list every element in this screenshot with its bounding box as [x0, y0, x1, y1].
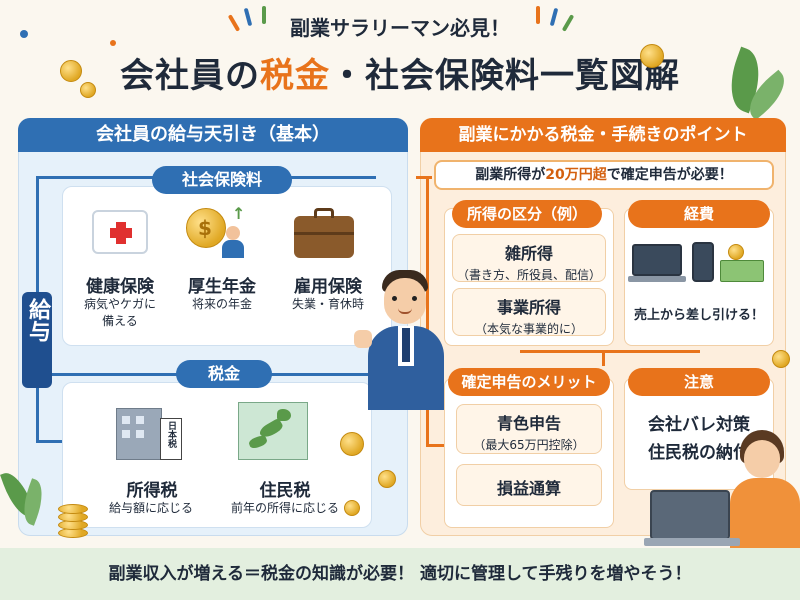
income-tax-name: 所得税 [126, 481, 178, 501]
first-aid-kit-icon [92, 210, 148, 254]
banknote-icon [720, 260, 764, 282]
misc-income-name: 雑所得 [504, 244, 553, 263]
expenses-label: 経費 [628, 200, 770, 228]
coin-icon [772, 350, 790, 368]
decor-ray [262, 6, 266, 24]
caution-line1: 会社バレ対策 [648, 415, 750, 435]
salary-label-text: 給与 [25, 298, 50, 342]
caution-label: 注意 [628, 368, 770, 396]
person-head [226, 226, 240, 240]
devices-and-money-icon [628, 238, 768, 290]
health-insurance-desc-line1: 病気やケガに [83, 297, 156, 311]
footer-message: 副業収入が増える＝税金の知識が必要！ 適切に管理して手残りを増やそう！ [0, 548, 800, 600]
coin-icon [728, 244, 744, 260]
resident-tax-name: 住民税 [259, 481, 311, 501]
salary-label: 給与 [22, 292, 52, 388]
misc-income-box: 雑所得 （書き方、所役員、配信） [452, 234, 606, 282]
pension-coin-family-icon: $ ↑ [186, 204, 252, 260]
woman-at-laptop-illustration [644, 430, 800, 548]
health-insurance-desc-line2: 備える [102, 314, 138, 328]
title-part2: ・社会保険料一覧図解 [330, 56, 680, 96]
filing-threshold-notice: 副業所得が20万円超で確定申告が必要！ [434, 160, 774, 190]
confetti-dot [20, 30, 28, 38]
necktie [402, 328, 410, 362]
phone-icon [692, 242, 714, 282]
flow-connector [426, 176, 429, 446]
pointing-hand [354, 330, 372, 348]
japan-tax-office-building-icon: 日本税 [116, 400, 182, 460]
caution-line2: 住民税の納付 [648, 443, 750, 463]
blue-return-box: 青色申告 （最大65万円控除） [456, 404, 602, 454]
employment-insurance-desc: 失業・育休時 [291, 297, 364, 311]
title-part1: 会社員の [120, 56, 260, 96]
briefcase-icon [294, 208, 354, 258]
confetti-dot [110, 40, 116, 46]
tax-sign: 日本税 [160, 418, 182, 460]
coin-icon [340, 432, 364, 456]
expenses-desc: 売上から差し引ける！ [633, 308, 764, 323]
coin-icon [344, 500, 360, 516]
page-title: 会社員の税金・社会保険料一覧図解 [0, 48, 800, 97]
pension-desc: 将来の年金 [191, 297, 252, 311]
business-income-box: 事業所得 （本気な事業的に） [452, 288, 606, 336]
flow-connector [426, 444, 448, 447]
pension-name: 厚生年金 [188, 277, 256, 297]
resident-tax-desc: 前年の所得に応じる [230, 501, 339, 515]
flow-connector [602, 350, 605, 366]
flow-connector [416, 176, 432, 179]
coin-icon [186, 208, 226, 248]
coin-icon [80, 82, 96, 98]
loss-offset-name: 損益通算 [496, 479, 561, 498]
loss-offset-box: 損益通算 [456, 464, 602, 506]
tax-sign-text: 日本税 [166, 421, 176, 448]
income-types-label: 所得の区分（例） [452, 200, 602, 228]
filing-merits-label: 確定申告のメリット [448, 368, 610, 396]
laptop-icon [650, 490, 730, 540]
left-panel-heading: 会社員の給与天引き（基本） [18, 118, 408, 152]
laptop-icon [632, 244, 682, 276]
right-panel-heading: 副業にかかる税金・手続きのポイント [420, 118, 786, 152]
businessman-face [384, 278, 426, 324]
income-tax-desc: 給与額に応じる [108, 501, 193, 515]
business-income-name: 事業所得 [496, 298, 561, 317]
coin-icon [60, 60, 82, 82]
tax-label: 税金 [176, 360, 272, 388]
business-income-desc: （本気な事業的に） [474, 322, 583, 336]
notice-part1: 副業所得が [475, 167, 546, 183]
coin-stack-icon [58, 500, 88, 540]
businessman-illustration [354, 270, 450, 410]
notice-highlight: 20万円超 [545, 167, 607, 183]
title-highlight: 税金 [260, 56, 330, 96]
subtitle: 副業サラリーマン必見！ [290, 16, 510, 40]
social-insurance-label: 社会保険料 [152, 166, 292, 194]
blue-return-desc: （最大65万円控除） [473, 438, 585, 452]
blue-return-name: 青色申告 [496, 414, 561, 433]
decor-ray [536, 6, 540, 24]
flow-connector [520, 350, 700, 353]
japan-map-icon [238, 402, 308, 460]
health-insurance-name: 健康保険 [86, 277, 154, 297]
notice-part2: で確定申告が必要！ [606, 167, 733, 183]
employment-insurance-name: 雇用保険 [294, 277, 362, 297]
health-insurance-desc: 病気やケガに 備える [72, 296, 168, 330]
misc-income-desc: （書き方、所役員、配信） [456, 268, 601, 282]
coin-icon [640, 44, 664, 68]
coin-icon [378, 470, 396, 488]
